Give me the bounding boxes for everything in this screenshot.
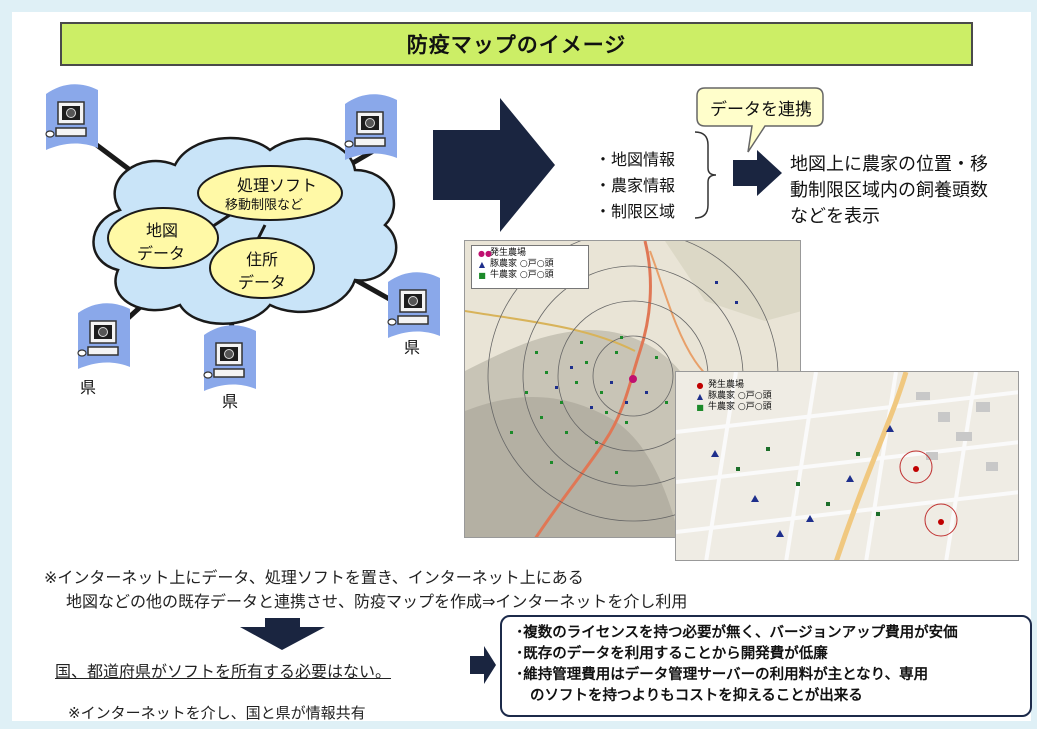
- detail-map-drawing: [676, 372, 1018, 560]
- map-data-label-line1: 地図: [146, 221, 179, 240]
- frame-top: [0, 0, 1037, 12]
- small-arrow-icon: [733, 150, 782, 196]
- wide-map-drawing: [465, 241, 800, 537]
- wide-legend-label: 発生農場: [490, 248, 527, 258]
- address-data-label-line1: 住所: [246, 250, 279, 269]
- software-label-line2: 移動制限など: [225, 198, 304, 213]
- bottom-arrow-icon: [470, 646, 496, 684]
- brace: [694, 131, 717, 219]
- wide-map-legend: ●●発生農場 ▲ 豚農家 ○戸○頭 ■ 牛農家 ○戸○頭: [471, 245, 589, 289]
- wide-legend-symbol: ■: [478, 271, 486, 280]
- wide-legend-row: ▲ 豚農家 ○戸○頭: [478, 259, 582, 270]
- main-arrow-icon: [433, 98, 555, 232]
- callout-bubble: [696, 87, 824, 153]
- benefit-item: ･既存のデータを利用することから開発費が低廉: [516, 646, 828, 662]
- pc-icon-5: [387, 271, 441, 339]
- note-line-1: ※インターネット上にデータ、処理ソフトを置き、インターネット上にある: [44, 568, 584, 587]
- pref-label-3: 県: [404, 338, 421, 357]
- callout-text: データを連携: [710, 100, 812, 120]
- title-banner: 防疫マップのイメージ: [60, 22, 973, 66]
- frame-bottom: [0, 721, 1037, 729]
- detail-legend-label: 発生農場: [708, 380, 745, 390]
- frame-right: [1031, 0, 1037, 729]
- detail-map-legend: ● 発生農場 ▲ 豚農家 ○戸○頭 ■ 牛農家 ○戸○頭: [690, 378, 800, 420]
- cloud-nodes: [107, 165, 343, 299]
- down-arrow-icon: [240, 618, 325, 650]
- title-text: 防疫マップのイメージ: [406, 33, 627, 57]
- pc-icon-4: [203, 324, 257, 392]
- address-data-label-line2: データ: [238, 273, 287, 292]
- wide-legend-label: 牛農家 ○戸○頭: [490, 270, 554, 280]
- data-item-farm: ・農家情報: [595, 176, 676, 195]
- benefits-box: ･複数のライセンスを持つ必要が無く、バージョンアップ費用が安価 ･既存のデータを…: [500, 615, 1032, 717]
- detail-legend-label: 牛農家 ○戸○頭: [708, 402, 772, 412]
- note-line-2: 地図などの他の既存データと連携させ、防疫マップを作成⇒インターネットを介し利用: [66, 592, 688, 611]
- detail-legend-row: ▲ 豚農家 ○戸○頭: [696, 391, 794, 402]
- pref-label-2: 県: [222, 392, 239, 411]
- detail-legend-symbol: ▲: [696, 392, 704, 401]
- data-item-map: ・地図情報: [595, 150, 676, 169]
- benefit-item: のソフトを持つよりもコストを抑えることが出来る: [530, 688, 863, 704]
- wide-legend-row: ■ 牛農家 ○戸○頭: [478, 270, 582, 281]
- detail-legend-symbol: ■: [696, 403, 704, 412]
- data-item-zone: ・制限区域: [595, 202, 676, 221]
- detail-legend-label: 豚農家 ○戸○頭: [708, 391, 772, 401]
- info-share-text: ※インターネットを介し、国と県が情報共有: [68, 704, 366, 722]
- pc-icon-2: [344, 93, 398, 161]
- software-label-line1: 処理ソフト: [237, 176, 318, 195]
- detail-legend-row: ● 発生農場: [696, 380, 794, 391]
- detail-legend-symbol: ●: [696, 381, 704, 390]
- benefit-item: ･維持管理費用はデータ管理サーバーの利用料が主となり、専用: [516, 667, 929, 683]
- pc-icon-1: [45, 83, 99, 151]
- pref-label-1: 県: [80, 378, 97, 397]
- conclusion-text: 国、都道府県がソフトを所有する必要はない。: [55, 662, 392, 681]
- wide-legend-symbol: ●●: [478, 249, 492, 258]
- benefit-item: ･複数のライセンスを持つ必要が無く、バージョンアップ費用が安価: [516, 625, 958, 641]
- wide-legend-row: ●●発生農場: [478, 248, 582, 259]
- pc-icon-3: [77, 302, 131, 370]
- detail-map: ● 発生農場 ▲ 豚農家 ○戸○頭 ■ 牛農家 ○戸○頭: [675, 371, 1019, 561]
- detail-legend-row: ■ 牛農家 ○戸○頭: [696, 402, 794, 413]
- frame-left: [0, 0, 12, 729]
- result-text: 地図上に農家の位置・移動制限区域内の飼養頭数などを表示: [790, 154, 988, 227]
- wide-legend-label: 豚農家 ○戸○頭: [490, 259, 554, 269]
- map-data-label-line2: データ: [137, 244, 186, 263]
- wide-legend-symbol: ▲: [478, 260, 486, 269]
